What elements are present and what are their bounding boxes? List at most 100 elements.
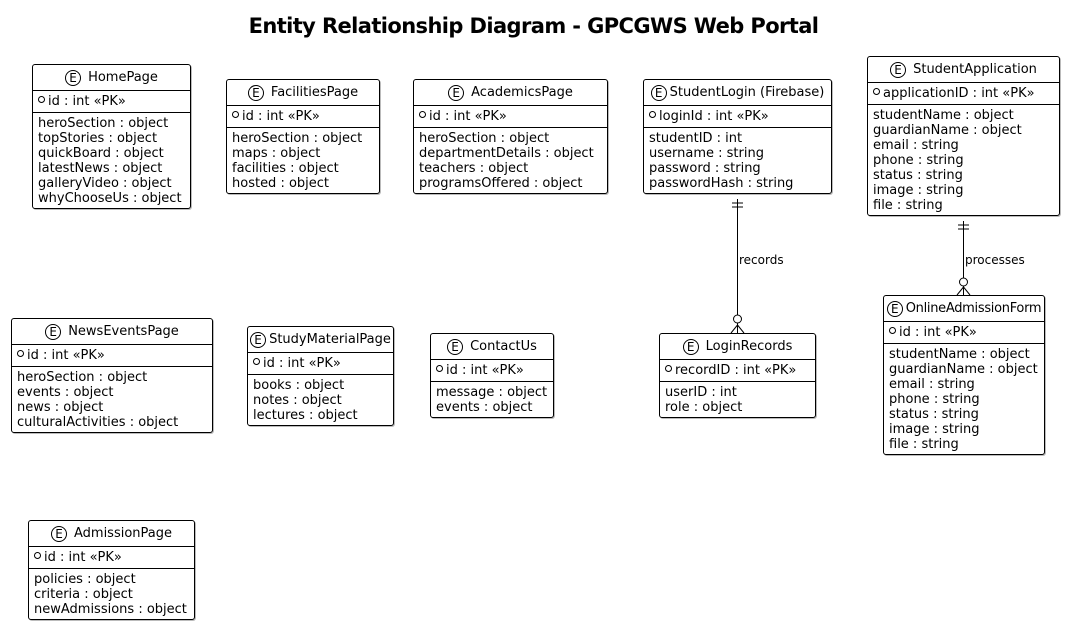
entity-loginrecords[interactable]: E LoginRecords recordID : int «PK» userI… (659, 333, 816, 418)
attribute: lectures : object (253, 408, 358, 423)
entity-icon: E (448, 84, 465, 101)
entity-admissionpage[interactable]: E AdmissionPage id : int «PK» policies :… (28, 520, 195, 620)
entity-header: E FacilitiesPage (227, 80, 379, 106)
attribute: studentName : object (873, 108, 1014, 123)
attribute: quickBoard : object (38, 146, 164, 161)
attribute: phone : string (873, 153, 964, 168)
entity-name: StudentApplication (913, 62, 1037, 77)
entity-studentlogin[interactable]: E StudentLogin (Firebase) loginId : int … (643, 79, 832, 194)
attribute: file : string (889, 437, 959, 452)
attribute: events : object (17, 385, 114, 400)
attribute: status : string (873, 168, 963, 183)
entity-header: E StudentLogin (Firebase) (644, 80, 831, 106)
crowfoot-icon (956, 286, 964, 296)
entity-name: AcademicsPage (471, 85, 573, 100)
entity-onlineadmissionform[interactable]: E OnlineAdmissionForm id : int «PK» stud… (883, 295, 1045, 455)
primary-key: loginId : int «PK» (659, 109, 769, 124)
entity-header: E HomePage (33, 65, 190, 91)
primary-key: recordID : int «PK» (675, 363, 797, 378)
attribute-list: policies : object criteria : object newA… (29, 569, 194, 619)
primary-key-row: recordID : int «PK» (660, 360, 815, 382)
key-icon (649, 111, 656, 118)
crowfoot-icon (737, 324, 745, 334)
attribute: image : string (873, 183, 964, 198)
entity-icon: E (50, 525, 67, 542)
key-icon (232, 111, 239, 118)
attribute: studentID : int (649, 131, 743, 146)
attribute: departmentDetails : object (419, 146, 594, 161)
key-icon (253, 358, 260, 365)
primary-key-row: id : int «PK» (29, 547, 194, 569)
primary-key-row: id : int «PK» (414, 106, 607, 128)
primary-key: id : int «PK» (242, 109, 320, 124)
relationship-processes[interactable] (956, 221, 971, 296)
primary-key: id : int «PK» (446, 363, 524, 378)
key-icon (873, 88, 880, 95)
attribute: userID : int (665, 385, 737, 400)
attribute: criteria : object (34, 587, 133, 602)
attribute: email : string (889, 377, 975, 392)
attribute: hosted : object (232, 176, 330, 191)
attribute: studentName : object (889, 347, 1030, 362)
entity-name: StudyMaterialPage (269, 332, 391, 347)
attribute: file : string (873, 198, 943, 213)
entity-icon: E (250, 331, 267, 348)
entity-icon: E (247, 84, 264, 101)
attribute: guardianName : object (873, 123, 1022, 138)
attribute: programsOffered : object (419, 176, 583, 191)
attribute-list: studentID : int username : string passwo… (644, 128, 831, 193)
primary-key-row: id : int «PK» (33, 91, 190, 113)
attribute: heroSection : object (419, 131, 550, 146)
entity-newseventspage[interactable]: E NewsEventsPage id : int «PK» heroSecti… (11, 318, 213, 433)
primary-key-row: id : int «PK» (248, 353, 393, 375)
attribute: image : string (889, 422, 980, 437)
attribute-list: heroSection : object maps : object facil… (227, 128, 379, 193)
key-icon (665, 365, 672, 372)
attribute: maps : object (232, 146, 321, 161)
attribute-list: studentName : object guardianName : obje… (884, 344, 1044, 454)
entity-contactus[interactable]: E ContactUs id : int «PK» message : obje… (430, 333, 554, 418)
attribute: heroSection : object (17, 370, 148, 385)
primary-key: id : int «PK» (899, 325, 977, 340)
entity-icon: E (682, 338, 699, 355)
attribute: whyChooseUs : object (38, 191, 182, 206)
attribute: guardianName : object (889, 362, 1038, 377)
entity-academicspage[interactable]: E AcademicsPage id : int «PK» heroSectio… (413, 79, 608, 194)
attribute-list: heroSection : object topStories : object… (33, 113, 190, 208)
attribute: teachers : object (419, 161, 529, 176)
entity-name: StudentLogin (Firebase) (669, 85, 825, 100)
relationship-records[interactable] (730, 199, 745, 334)
attribute: facilities : object (232, 161, 339, 176)
entity-name: FacilitiesPage (270, 85, 359, 100)
entity-icon: E (65, 69, 82, 86)
entity-icon: E (890, 61, 907, 78)
entity-studentapplication[interactable]: E StudentApplication applicationID : int… (867, 56, 1060, 216)
attribute: heroSection : object (38, 116, 169, 131)
entity-studymaterialpage[interactable]: E StudyMaterialPage id : int «PK» books … (247, 326, 394, 426)
primary-key-row: id : int «PK» (884, 322, 1044, 344)
attribute: newAdmissions : object (34, 602, 187, 617)
attribute: books : object (253, 378, 345, 393)
crowfoot-icon (730, 324, 738, 334)
entity-facilitiespage[interactable]: E FacilitiesPage id : int «PK» heroSecti… (226, 79, 380, 194)
entity-icon: E (45, 323, 62, 340)
primary-key: id : int «PK» (429, 109, 507, 124)
entity-homepage[interactable]: E HomePage id : int «PK» heroSection : o… (32, 64, 191, 209)
attribute: news : object (17, 400, 104, 415)
primary-key-row: applicationID : int «PK» (868, 83, 1059, 105)
entity-header: E OnlineAdmissionForm (884, 296, 1044, 322)
attribute-list: heroSection : object departmentDetails :… (414, 128, 607, 193)
attribute: latestNews : object (38, 161, 163, 176)
key-icon (34, 552, 41, 559)
entity-name: HomePage (88, 70, 158, 85)
entity-header: E AdmissionPage (29, 521, 194, 547)
attribute: policies : object (34, 572, 136, 587)
attribute: role : object (665, 400, 743, 415)
entity-name: LoginRecords (705, 339, 793, 354)
primary-key-row: id : int «PK» (227, 106, 379, 128)
attribute: message : object (436, 385, 548, 400)
crowfoot-icon (963, 286, 971, 296)
attribute-list: studentName : object guardianName : obje… (868, 105, 1059, 215)
attribute: passwordHash : string (649, 176, 794, 191)
